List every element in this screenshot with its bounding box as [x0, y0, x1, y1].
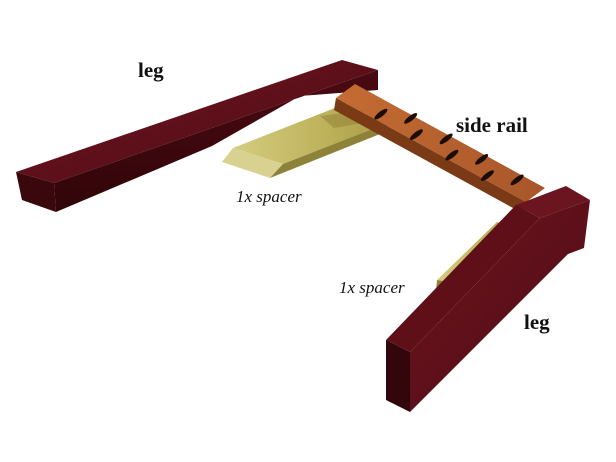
pocket-hole-slot	[480, 170, 494, 181]
label-leg-right: leg	[524, 310, 550, 334]
side-rail	[334, 84, 545, 214]
pocket-hole-slot	[404, 113, 418, 124]
pocket-hole-slot	[439, 133, 453, 145]
label-spacer-right: 1x spacer	[339, 278, 405, 297]
spacer-left	[222, 106, 390, 178]
label-leg-left: leg	[138, 58, 164, 82]
label-spacer-left: 1x spacer	[236, 187, 302, 206]
leg-right	[386, 186, 590, 412]
label-side-rail: side rail	[456, 113, 528, 137]
leg-left	[16, 60, 378, 212]
pocket-hole-slot	[445, 149, 459, 161]
pocket-hole-slot	[510, 174, 524, 186]
pocket-hole-slot	[374, 108, 388, 120]
pocket-hole-slot	[475, 154, 489, 165]
pocket-hole-slot	[409, 129, 423, 140]
rail-slots	[374, 108, 524, 186]
